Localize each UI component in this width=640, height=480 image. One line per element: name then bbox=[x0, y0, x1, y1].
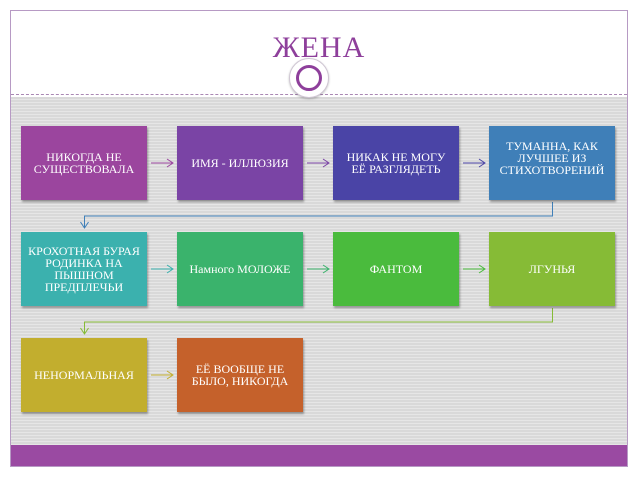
connector-arrow-5 bbox=[151, 264, 174, 274]
process-box-1: НИКОГДА НЕ СУЩЕСТВОВАЛА bbox=[21, 126, 147, 200]
footer-bar bbox=[11, 445, 627, 466]
process-box-6: Намного МОЛОЖЕ bbox=[177, 232, 303, 306]
connector-arrow-1 bbox=[151, 158, 174, 168]
process-box-10: ЕЁ ВООБЩЕ НЕ БЫЛО, НИКОГДА bbox=[177, 338, 303, 412]
connector-arrow-8 bbox=[80, 308, 553, 335]
connector-arrow-6 bbox=[307, 264, 330, 274]
process-box-9: НЕНОРМАЛЬНАЯ bbox=[21, 338, 147, 412]
process-box-7: ФАНТОМ bbox=[333, 232, 459, 306]
connector-arrow-7 bbox=[463, 264, 486, 274]
process-box-5: КРОХОТНАЯ БУРАЯ РОДИНКА НА ПЫШНОМ ПРЕДПЛ… bbox=[21, 232, 147, 306]
connector-arrow-4 bbox=[80, 202, 553, 229]
process-box-3: НИКАК НЕ МОГУ ЕЁ РАЗГЛЯДЕТЬ bbox=[333, 126, 459, 200]
process-box-4: ТУМАННА, КАК ЛУЧШЕЕ ИЗ СТИХОТВОРЕНИЙ bbox=[489, 126, 615, 200]
connector-arrow-9 bbox=[151, 370, 174, 380]
process-box-2: ИМЯ - ИЛЛЮЗИЯ bbox=[177, 126, 303, 200]
circle-emblem-icon bbox=[289, 58, 329, 98]
connector-arrow-2 bbox=[307, 158, 330, 168]
process-box-8: ЛГУНЬЯ bbox=[489, 232, 615, 306]
connector-arrow-3 bbox=[463, 158, 486, 168]
slide-title: ЖЕНА bbox=[272, 31, 366, 64]
